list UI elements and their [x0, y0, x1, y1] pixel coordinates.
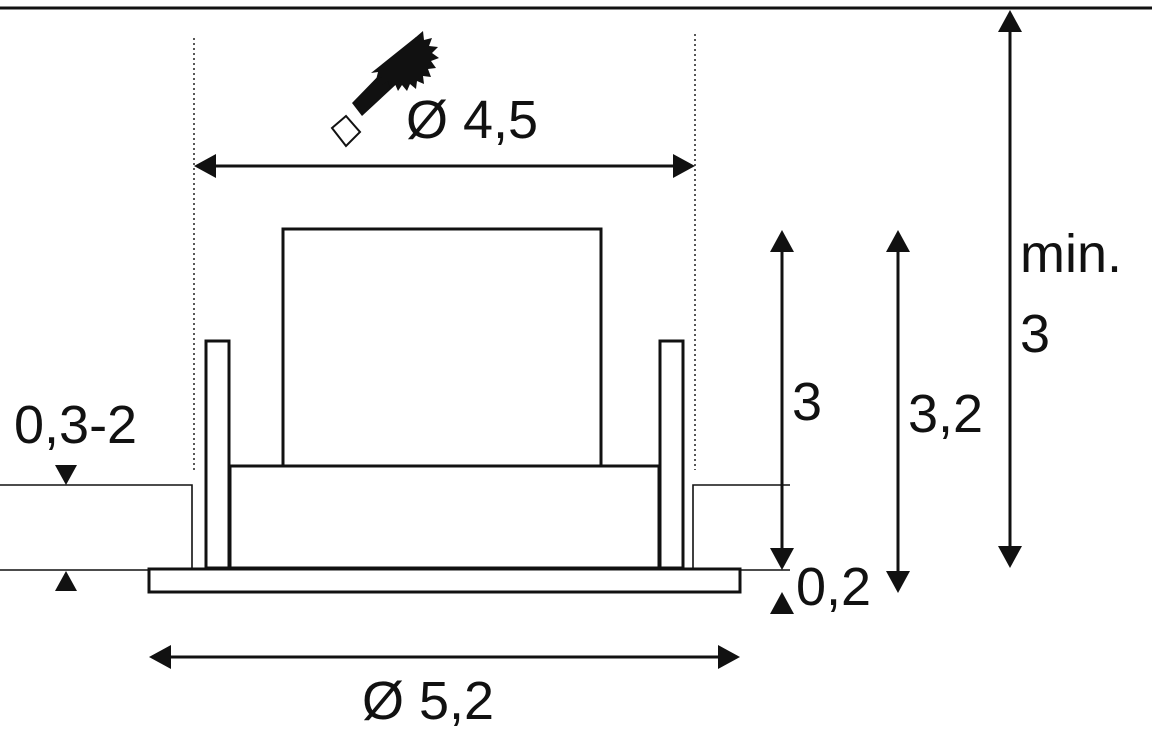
total-height-arrow-top — [886, 230, 910, 252]
top-diameter-arrow-left — [194, 154, 216, 178]
bottom-diameter-label: Ø 5,2 — [362, 671, 494, 731]
total-height-arrow-bottom — [886, 571, 910, 593]
recess-depth-arrow-top — [998, 10, 1022, 32]
lamp-head — [281, 227, 603, 468]
top-diameter-arrow-right — [673, 154, 695, 178]
bottom-diameter-arrow-left — [149, 645, 171, 669]
recess-depth-arrow-bottom — [998, 546, 1022, 568]
ceiling-panel-left — [0, 484, 193, 570]
hole-saw-icon — [330, 31, 439, 148]
recess-depth-label-line1: min. — [1020, 224, 1122, 284]
flange-thickness-label: 0,2 — [796, 557, 871, 617]
recess-depth-label-line2: 3 — [1020, 304, 1050, 364]
spring-clip-right — [658, 339, 685, 570]
spring-clip-left — [204, 339, 231, 570]
lamp-housing — [228, 464, 661, 570]
body-height-label: 3 — [792, 372, 822, 432]
ceiling-thickness-arrow-bottom — [55, 571, 77, 591]
ceiling-panel-right — [692, 484, 790, 570]
top-diameter-label: Ø 4,5 — [406, 90, 538, 150]
total-height-label: 3,2 — [908, 384, 983, 444]
bottom-diameter-arrow-right — [718, 645, 740, 669]
body-height-arrow-bottom — [770, 548, 794, 570]
lamp-flange — [147, 567, 742, 594]
flange-thickness-arrow — [770, 592, 794, 614]
ceiling-thickness-arrow-top — [55, 465, 77, 485]
ceiling-thickness-label: 0,3-2 — [14, 395, 137, 455]
body-height-arrow-top — [770, 230, 794, 252]
